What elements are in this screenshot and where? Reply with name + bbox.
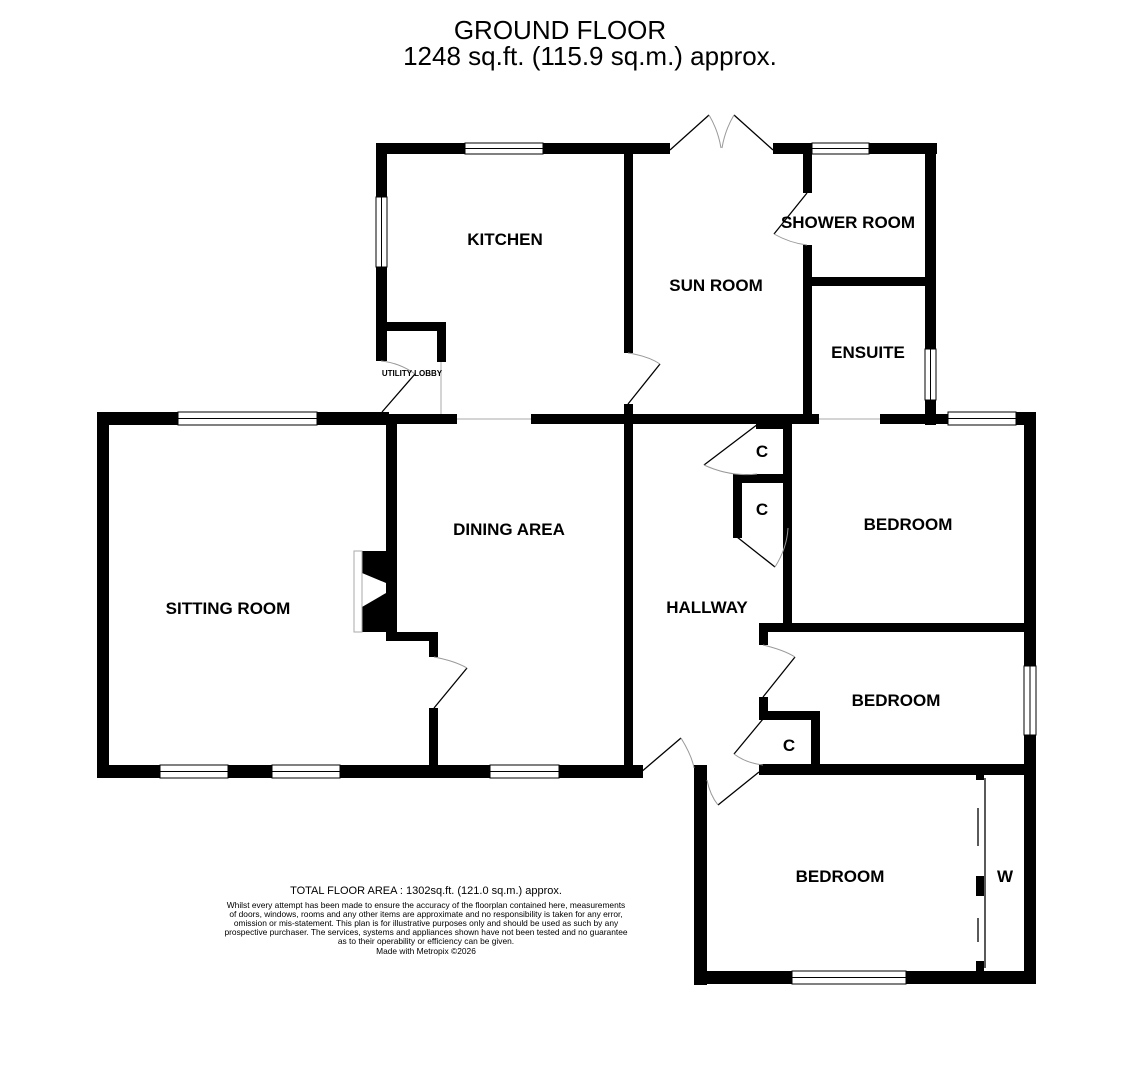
window-glazing xyxy=(160,148,1031,978)
made-with-credit: Made with Metropix ©2026 xyxy=(376,946,476,956)
room-label-cupboard: C xyxy=(756,500,768,519)
room-label-bedroom: BEDROOM xyxy=(796,867,885,886)
room-label-kitchen: KITCHEN xyxy=(467,230,543,249)
room-label-cupboard: C xyxy=(756,442,768,461)
room-label-sitting-room: SITTING ROOM xyxy=(166,599,291,618)
disclaimer: Whilst every attempt has been made to en… xyxy=(224,900,628,946)
door-leaves xyxy=(381,114,808,806)
room-label-wardrobe: W xyxy=(997,867,1014,886)
room-label-ensuite: ENSUITE xyxy=(831,343,905,362)
room-label-bedroom: BEDROOM xyxy=(864,515,953,534)
room-label-hallway: HALLWAY xyxy=(666,598,748,617)
room-label-sun-room: SUN ROOM xyxy=(669,276,763,295)
room-label-shower-room: SHOWER ROOM xyxy=(781,213,915,232)
floor-area: 1248 sq.ft. (115.9 sq.m.) approx. xyxy=(403,41,777,71)
door-arcs xyxy=(380,114,808,806)
room-label-cupboard: C xyxy=(783,736,795,755)
openings xyxy=(353,362,880,633)
room-label-bedroom: BEDROOM xyxy=(852,691,941,710)
wardrobe-doors xyxy=(977,778,986,968)
total-floor-area: TOTAL FLOOR AREA : 1302sq.ft. (121.0 sq.… xyxy=(290,885,562,897)
room-label-utility-lobby: UTILITY LOBBY xyxy=(382,369,443,378)
walls xyxy=(97,143,1036,985)
floor-title: GROUND FLOOR xyxy=(453,15,667,45)
windows xyxy=(159,142,1037,985)
room-label-dining-area: DINING AREA xyxy=(453,520,565,539)
